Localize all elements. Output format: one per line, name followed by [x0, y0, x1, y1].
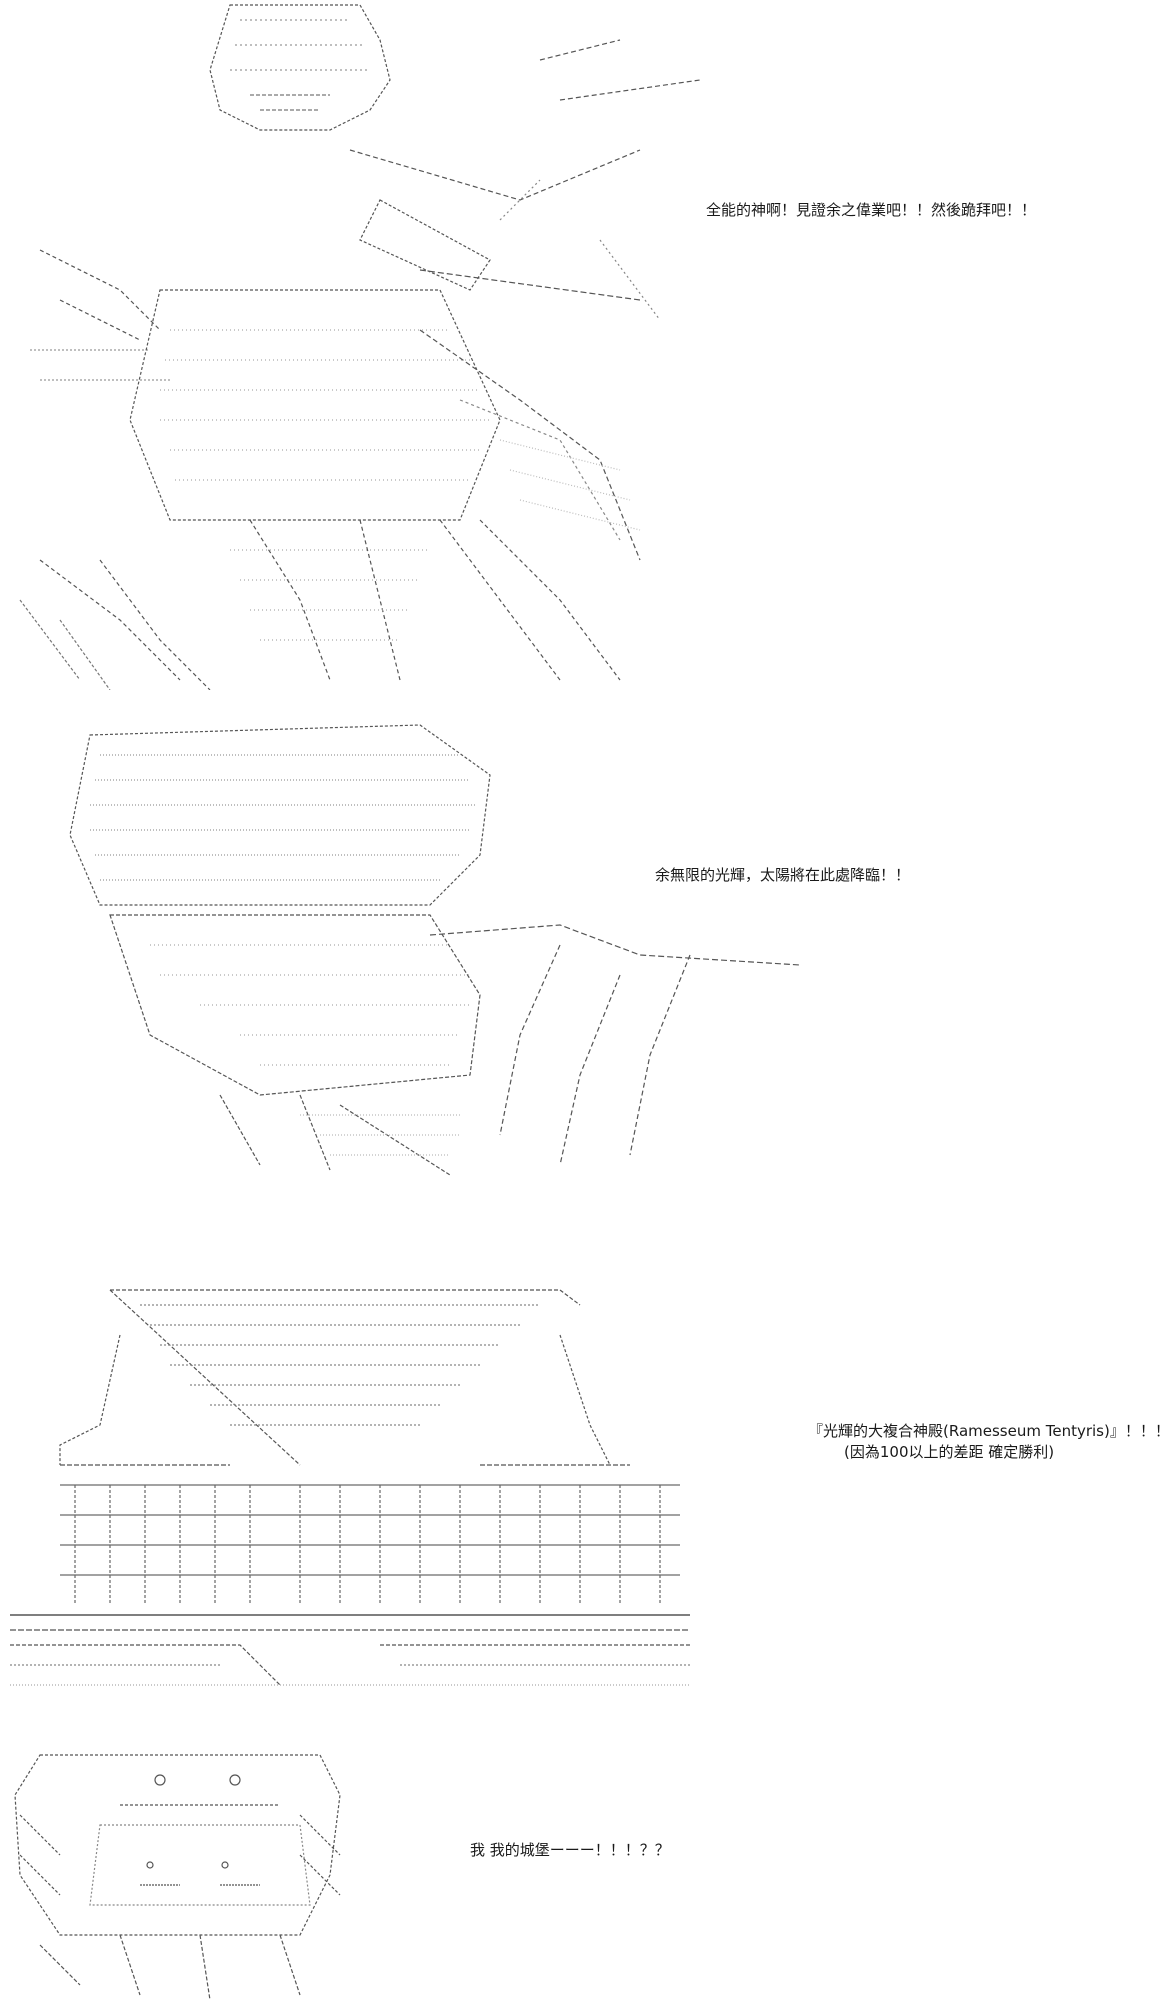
caption-line: 我 我的城堡ーーー！！！？？: [470, 1841, 670, 1859]
ascii-art-shocked-face: [14, 1754, 341, 2000]
ascii-art-figure-sun-cape: [69, 724, 801, 1176]
caption-2: 余無限的光輝，太陽將在此處降臨！！: [655, 865, 910, 886]
caption-line: 余無限的光輝，太陽將在此處降臨！！: [655, 866, 911, 884]
caption-line: 全能的神啊！見證余之偉業吧！！然後跪拜吧！！: [706, 201, 1037, 219]
caption-4: 我 我的城堡ーーー！！！？？: [470, 1840, 670, 1861]
caption-line: 『光輝的大複合神殿(Ramesseum Tentyris)』！！！: [808, 1422, 1161, 1440]
ascii-art-temple: [10, 1289, 690, 1686]
ascii-art-figure-arm-raised: [19, 4, 700, 690]
panel-2: 余無限的光輝，太陽將在此處降臨！！: [0, 715, 1161, 1180]
panel-3: 『光輝的大複合神殿(Ramesseum Tentyris)』！！！ (因為100…: [0, 1285, 1161, 1695]
caption-1: 全能的神啊！見證余之偉業吧！！然後跪拜吧！！: [706, 200, 1036, 221]
caption-3: 『光輝的大複合神殿(Ramesseum Tentyris)』！！！ (因為100…: [808, 1421, 1161, 1463]
panel-1: 全能的神啊！見證余之偉業吧！！然後跪拜吧！！: [0, 0, 1161, 690]
caption-line: (因為100以上的差距 確定勝利): [844, 1443, 1055, 1461]
panel-4: 我 我的城堡ーーー！！！？？: [0, 1735, 1161, 2000]
